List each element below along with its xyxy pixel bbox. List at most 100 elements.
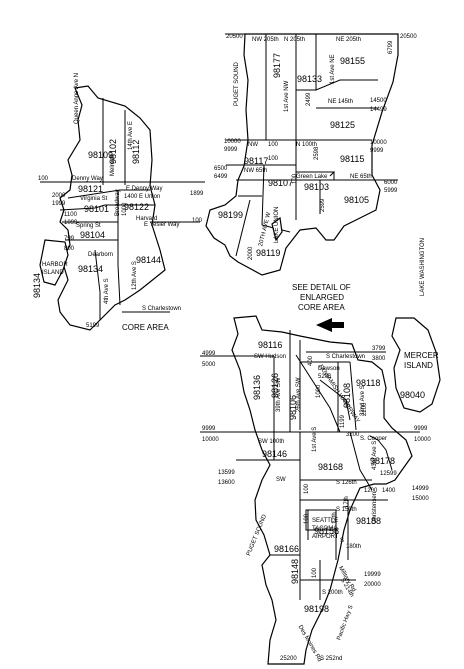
zip-98144-core: 98144 (136, 255, 161, 265)
street-n-100th: N 100th (296, 142, 317, 148)
block-4999: 4999 (202, 351, 216, 357)
block-14499: 14499 (370, 107, 387, 113)
zip-98178: 98178 (370, 456, 395, 466)
block-100-south-f: 100 (312, 567, 318, 578)
street-sw-hudson: SW Hudson (254, 354, 286, 360)
street-39th-ave-sw: 39th Ave SW (276, 377, 282, 412)
street-e-union: 1400 E Union (124, 194, 160, 200)
block-400: 400 (308, 355, 314, 366)
zip-98198: 98198 (304, 604, 329, 614)
street-1st-ave-ne: 1st Ave NE (330, 54, 336, 84)
water-lake-washington: LAKE WASHINGTON (420, 238, 426, 296)
water-lake-union: LAKE UNION (274, 207, 280, 243)
block-10000-ne: 10000 (370, 140, 387, 146)
block-1200: 1200 (364, 488, 378, 494)
core-area-title: CORE AREA (122, 323, 169, 332)
street-s-180th: S (340, 538, 344, 544)
callout-see-detail: SEE DETAIL OF ENLARGED CORE AREA (292, 283, 353, 312)
street-virginia: Virginia St (80, 196, 108, 202)
block-1899-core: 1899 (190, 191, 204, 197)
block-3200: 3200 (346, 432, 360, 438)
zip-98133: 98133 (297, 74, 322, 84)
block-6000: 6000 (384, 180, 398, 186)
street-pacific-hwy-s: Pacific Hwy S (336, 605, 354, 642)
callout-line-3: CORE AREA (298, 303, 345, 312)
block-25200: 25200 (280, 656, 297, 662)
block-100-south-d: 100 (304, 513, 310, 524)
zip-98125: 98125 (330, 120, 355, 130)
block-100-south-e: 100 (304, 483, 310, 494)
zip-98102: 98102 (108, 139, 118, 164)
street-s-200th: S 200th (322, 590, 343, 596)
street-queen-anne: Queen Anne Ave N (74, 73, 80, 124)
block-2200: 2200 (362, 402, 368, 416)
block-100b-core: 100 (192, 218, 203, 224)
street-s-cooper: S. Cooper (360, 436, 387, 442)
water-puget-sound-north: PUGET SOUND (234, 61, 240, 106)
zip-98106: 98106 (288, 395, 298, 420)
block-14999: 14999 (412, 486, 429, 492)
block-5000: 5000 (202, 362, 216, 368)
block-3799: 3799 (372, 346, 386, 352)
zip-98155: 98155 (340, 56, 365, 66)
block-9999-north: 9999 (224, 147, 238, 153)
block-5200: 5200 (318, 374, 332, 380)
water-mercer-island: MERCER ISLAND (404, 351, 441, 370)
street-ne-65th: NE 65th (350, 174, 372, 180)
zip-98188: 98188 (356, 516, 381, 526)
street-sw-136th: SW (276, 477, 286, 483)
zip-98040: 98040 (400, 390, 425, 400)
zip-98118: 98118 (356, 378, 380, 388)
harbor-line-2: ISLAND (42, 270, 64, 276)
street-s-charlestown: S Charlestown (142, 306, 181, 312)
block-6799: 6799 (388, 40, 394, 54)
block-100-north-b: 100 (268, 156, 279, 162)
mercer-line-2: ISLAND (404, 361, 433, 370)
street-dearborn: Dearborn (88, 252, 113, 258)
main-map: 98177 98133 98155 98125 98117 98115 9810… (200, 33, 441, 665)
zip-98104: 98104 (80, 230, 105, 240)
callout-line-2: ENLARGED (300, 293, 344, 302)
block-20500-left: 20500 (226, 34, 243, 40)
block-2598: 2598 (314, 146, 320, 160)
zip-98177: 98177 (272, 53, 282, 78)
street-12th-ave-s: 12th Ave S (132, 261, 138, 290)
block-1099-core: 1099 (64, 220, 78, 226)
zip-98101: 98101 (84, 204, 109, 214)
zip-98146: 98146 (262, 449, 287, 459)
zip-98158: 98158 (314, 526, 339, 536)
zip-98168: 98168 (318, 462, 343, 472)
core-area-map: 98109 98102 98112 98121 98101 98122 9810… (32, 73, 205, 332)
street-ne-145th: NE 145th (328, 99, 353, 105)
callout-arrow-icon (316, 318, 344, 332)
block-1100-core: 1100 (64, 212, 78, 218)
zip-98117: 98117 (244, 156, 268, 166)
block-6499: 6499 (214, 174, 228, 180)
block-6500: 6500 (214, 166, 228, 172)
street-17th: 17th (344, 496, 350, 508)
block-1999-core: 1999 (52, 201, 66, 207)
block-20500-right: 20500 (400, 34, 417, 40)
zip-98107: 98107 (268, 178, 293, 188)
zip-98119: 98119 (256, 248, 280, 258)
street-s-252nd: S 252nd (320, 656, 342, 662)
street-26th-ave-sw: 26th Ave SW (296, 377, 302, 412)
block-800-core: 800 (64, 246, 75, 252)
harbor-island-label: HARBOR ISLAND (42, 262, 69, 276)
street-s-126th: S 126th (336, 480, 357, 486)
block-12599: 12599 (380, 471, 397, 477)
zip-98121: 98121 (78, 184, 103, 194)
airport-line-1: SEATTLE (312, 518, 338, 524)
street-seattle-tacoma-airport: SEATTLE TACOMA AIRPORT (312, 518, 340, 540)
block-9999-south-left: 9999 (202, 426, 216, 432)
block-1199: 1199 (340, 414, 346, 428)
street-spring: Spring St (76, 223, 101, 229)
street-yesler: E Yesler Way (144, 222, 179, 228)
street-12th: 12th (332, 512, 338, 524)
callout-line-1: SEE DETAIL OF (292, 283, 351, 292)
block-13599: 13599 (218, 470, 235, 476)
block-5999: 5999 (384, 188, 398, 194)
harbor-line: HARBOR (42, 262, 68, 268)
zip-98116: 98116 (258, 340, 282, 350)
